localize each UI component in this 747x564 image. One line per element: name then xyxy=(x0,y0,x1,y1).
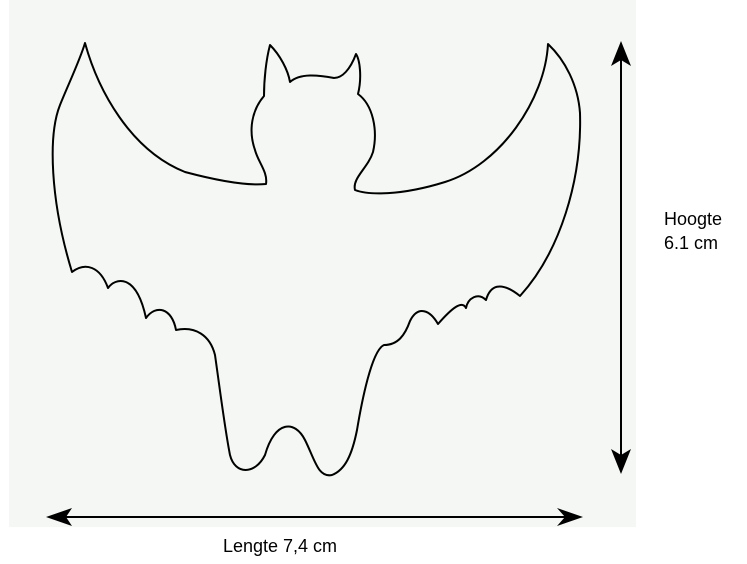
double-headed-vertical-arrow-icon xyxy=(611,41,631,474)
height-word: Hoogte xyxy=(664,209,723,229)
height-value: 6.1 cm xyxy=(664,233,719,253)
bat-outline-icon xyxy=(51,42,582,477)
width-label: Lengte 7,4 cm xyxy=(222,536,338,556)
height-label: Hoogte 6.1 cm xyxy=(664,207,744,255)
drawing-panel xyxy=(9,0,636,527)
double-headed-horizontal-arrow-icon xyxy=(46,508,583,526)
